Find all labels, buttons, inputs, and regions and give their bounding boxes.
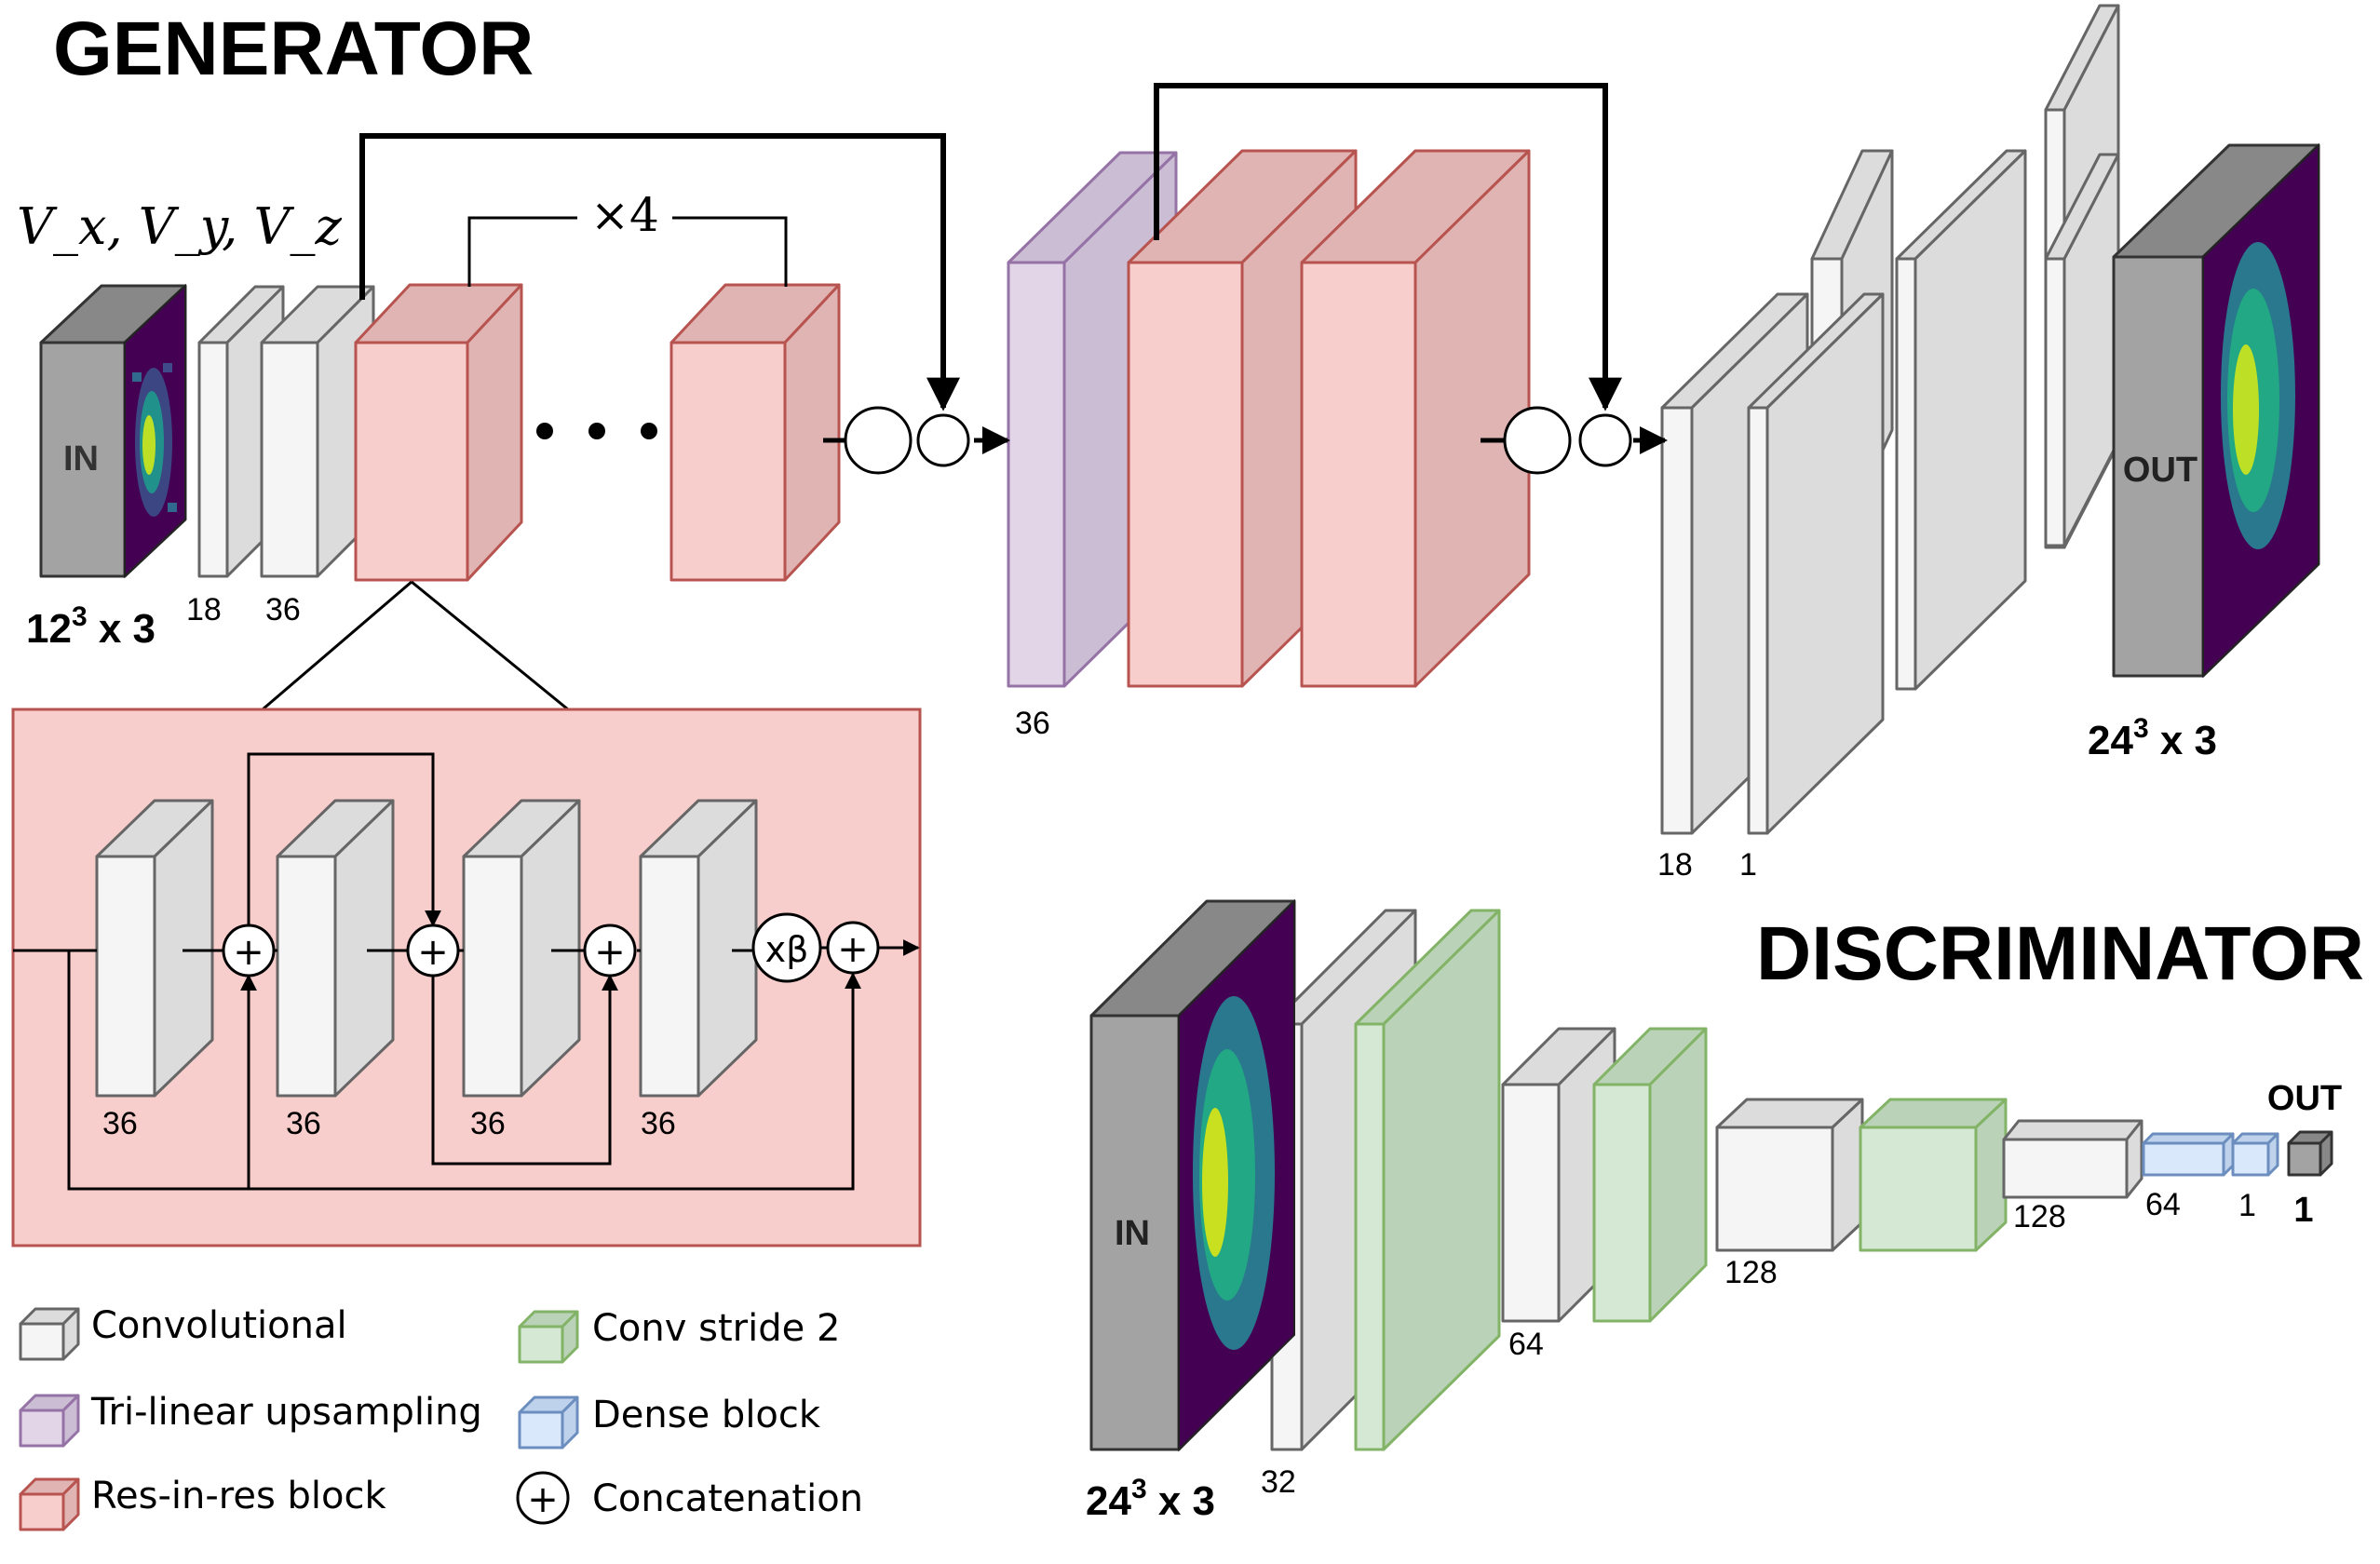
conv-stride-2-block <box>1354 909 1501 1451</box>
conv-block <box>1895 149 2027 691</box>
svg-text:+: + <box>837 928 869 971</box>
legend-dense-icon <box>518 1395 579 1449</box>
res-inner-conv-block <box>276 799 395 1098</box>
discriminator-blocks <box>1089 899 2333 1451</box>
res-detail-wiring <box>13 752 920 1191</box>
generator-in-label: IN <box>63 439 99 479</box>
generator-input-size: 123 x 3 <box>26 601 156 652</box>
conv-stride-2-block <box>1592 1027 1708 1323</box>
channel-label: 64 <box>2145 1187 2181 1222</box>
generator-blocks <box>39 4 2320 835</box>
res-inner-conv-block <box>462 799 581 1098</box>
generator-title: GENERATOR <box>53 7 534 91</box>
channel-label: 32 <box>1261 1464 1296 1500</box>
discriminator-out-label: OUT <box>2267 1079 2342 1118</box>
legend-label-convolutional: Convolutional <box>91 1304 347 1347</box>
discriminator-output-block <box>2287 1130 2333 1177</box>
skip-connection-2 <box>1154 83 1622 411</box>
legend-label-upsampling: Tri-linear upsampling <box>90 1391 482 1434</box>
channel-label: 128 <box>1724 1255 1778 1290</box>
channel-label: 36 <box>265 592 301 627</box>
res-channel-label: 36 <box>102 1106 138 1141</box>
discriminator-title: DISCRIMINATOR <box>1756 911 2364 996</box>
zoom-line <box>411 580 569 711</box>
generator-out-label: OUT <box>2123 451 2197 490</box>
legend-label-res-in-res: Res-in-res block <box>91 1475 386 1517</box>
res-in-res-block <box>354 283 523 582</box>
legend-res-icon <box>19 1477 80 1531</box>
conv-block <box>2044 153 2120 547</box>
legend-icons <box>19 1307 579 1531</box>
dense-block <box>2142 1132 2235 1177</box>
res-in-res-block <box>1300 149 1531 688</box>
concat-plus-node <box>1578 413 1632 467</box>
legend-upsampling-icon <box>19 1394 80 1448</box>
repeat-bracket <box>467 216 577 287</box>
channel-label: 18 <box>186 592 222 627</box>
res-channel-label: 36 <box>286 1106 321 1141</box>
channel-label: 18 <box>1657 847 1693 883</box>
svg-text:+: + <box>233 931 264 974</box>
repeat-label: ×4 <box>590 188 659 242</box>
res-channel-label: 36 <box>641 1106 676 1141</box>
beta-scale-node <box>1503 406 1572 475</box>
res-channel-label: 36 <box>470 1106 506 1141</box>
discriminator-input-heatmap <box>1178 898 1295 1452</box>
ellipsis-dots <box>536 423 657 439</box>
channel-label: 64 <box>1508 1327 1544 1362</box>
res-in-res-block <box>669 283 841 582</box>
res-inner-conv-block <box>639 799 758 1098</box>
dense-block <box>2231 1132 2279 1177</box>
channel-label: 128 <box>2013 1199 2066 1234</box>
svg-text:xβ: xβ <box>765 929 809 970</box>
conv-stride-2-block <box>1859 1098 2008 1252</box>
conv-block <box>1715 1098 1864 1252</box>
svg-text:+: + <box>594 931 626 974</box>
res-concat-node <box>826 921 880 975</box>
conv-block <box>1747 292 1885 835</box>
res-inner-conv-block <box>95 799 214 1098</box>
channel-label: 1 <box>1739 847 1757 883</box>
channel-label: 36 <box>1015 706 1050 741</box>
legend-label-dense: Dense block <box>592 1394 821 1436</box>
res-beta-scale-node <box>751 912 822 983</box>
repeat-bracket <box>672 216 788 287</box>
res-in-res-inner-blocks <box>95 799 758 1098</box>
conv-block <box>2002 1119 2143 1199</box>
discriminator-out-value: 1 <box>2293 1191 2313 1230</box>
discriminator-input-size: 243 x 3 <box>1086 1474 1215 1524</box>
legend-label-conv-stride: Conv stride 2 <box>592 1307 840 1350</box>
skip-connection-1 <box>359 133 960 411</box>
channel-label: 1 <box>2238 1188 2256 1223</box>
generator-output-size: 243 x 3 <box>2088 713 2217 763</box>
generator-input-heatmap <box>124 283 186 579</box>
generator-output-heatmap <box>2202 142 2319 679</box>
legend-concat-symbol <box>516 1471 570 1525</box>
legend-stride-icon <box>518 1310 579 1364</box>
res-concat-node <box>222 924 276 978</box>
legend-label-concatenation: Concatenation <box>592 1477 863 1520</box>
concat-plus-node <box>916 413 970 467</box>
beta-scale-node <box>844 406 913 475</box>
zoom-line <box>262 580 412 711</box>
svg-text:+: + <box>417 931 449 974</box>
svg-text:+: + <box>527 1478 559 1521</box>
res-concat-node <box>583 924 637 978</box>
legend-conv-icon <box>19 1307 80 1361</box>
discriminator-in-label: IN <box>1115 1214 1150 1253</box>
input-variables-label: V_x, V_y, V_z <box>17 197 342 256</box>
res-concat-node <box>406 924 460 978</box>
